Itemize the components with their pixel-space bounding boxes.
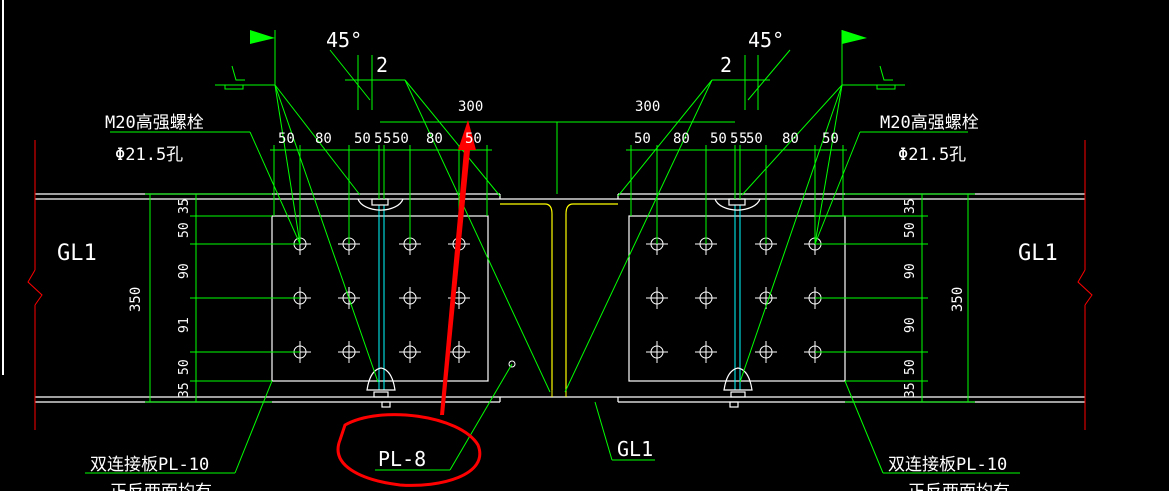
left-vdim-5: 50 bbox=[177, 359, 192, 375]
left-hdim-7: 80 bbox=[426, 131, 443, 147]
plate-label: PL-8 bbox=[378, 447, 426, 471]
left-bolt-note-line1: M20高强螺栓 bbox=[105, 113, 204, 133]
red-markup bbox=[336, 120, 482, 487]
left-hdim-3: 50 bbox=[354, 131, 371, 147]
right-hdim-7: 80 bbox=[782, 131, 799, 147]
left-hdim-6: 50 bbox=[392, 131, 409, 147]
leader-lines bbox=[85, 131, 1020, 474]
break-symbol-right bbox=[1077, 140, 1093, 430]
dimension-lines bbox=[145, 121, 975, 403]
left-hdim-4: 5 bbox=[374, 131, 382, 147]
bottom-beam-label: GL1 bbox=[617, 437, 653, 461]
right-height-dim: 350 bbox=[950, 287, 966, 312]
right-vdim-4: 90 bbox=[903, 317, 918, 333]
right-hdim-5: 5 bbox=[739, 131, 747, 147]
right-hdim-2: 80 bbox=[673, 131, 690, 147]
right-hdim-1: 50 bbox=[634, 131, 651, 147]
left-hdim-8: 50 bbox=[465, 131, 482, 147]
left-angle: 45° bbox=[326, 28, 362, 52]
left-hdim-5: 5 bbox=[383, 131, 391, 147]
right-hdim-4: 5 bbox=[730, 131, 738, 147]
right-vdim-3: 90 bbox=[903, 263, 918, 279]
right-vdim-6: 35 bbox=[903, 382, 918, 398]
weld-symbol-right bbox=[564, 30, 905, 393]
right-overall-dim: 300 bbox=[635, 99, 660, 115]
right-plate-note-sub: 正反两面均有 bbox=[908, 482, 1010, 491]
break-symbol-left bbox=[27, 140, 43, 430]
right-vdim-1: 35 bbox=[903, 198, 918, 214]
left-vdim-3: 90 bbox=[177, 263, 192, 279]
left-hdim-1: 50 bbox=[278, 131, 295, 147]
left-beam-label: GL1 bbox=[57, 241, 97, 266]
right-bolt-note-line1: M20高强螺栓 bbox=[880, 113, 979, 133]
right-beam-label: GL1 bbox=[1018, 241, 1058, 266]
left-plate-note-sub: 正反两面均有 bbox=[110, 482, 212, 491]
bolt-holes bbox=[289, 233, 826, 363]
left-gap: 2 bbox=[376, 53, 388, 77]
left-splice-plate bbox=[271, 198, 489, 408]
right-bolt-note-line2: Φ21.5孔 bbox=[898, 145, 966, 165]
left-overall-dim: 300 bbox=[458, 99, 483, 115]
left-bolt-note-line2: Φ21.5孔 bbox=[115, 145, 183, 165]
left-plate-note: 双连接板PL-10 bbox=[90, 455, 209, 475]
right-plate-note: 双连接板PL-10 bbox=[888, 455, 1007, 475]
right-hdim-6: 50 bbox=[746, 131, 763, 147]
right-hdim-3: 50 bbox=[710, 131, 727, 147]
right-angle: 45° bbox=[748, 28, 784, 52]
left-vdim-4: 91 bbox=[177, 317, 192, 333]
weld-symbol-left bbox=[215, 30, 551, 393]
left-vdim-6: 35 bbox=[177, 382, 192, 398]
left-hdim-2: 80 bbox=[315, 131, 332, 147]
left-height-dim: 350 bbox=[128, 287, 144, 312]
left-vdim-2: 50 bbox=[177, 222, 192, 238]
right-vdim-2: 50 bbox=[903, 222, 918, 238]
right-vdim-5: 50 bbox=[903, 359, 918, 375]
left-vdim-1: 35 bbox=[177, 198, 192, 214]
center-web-plate bbox=[500, 203, 618, 397]
right-gap: 2 bbox=[720, 53, 732, 77]
right-hdim-8: 50 bbox=[822, 131, 839, 147]
